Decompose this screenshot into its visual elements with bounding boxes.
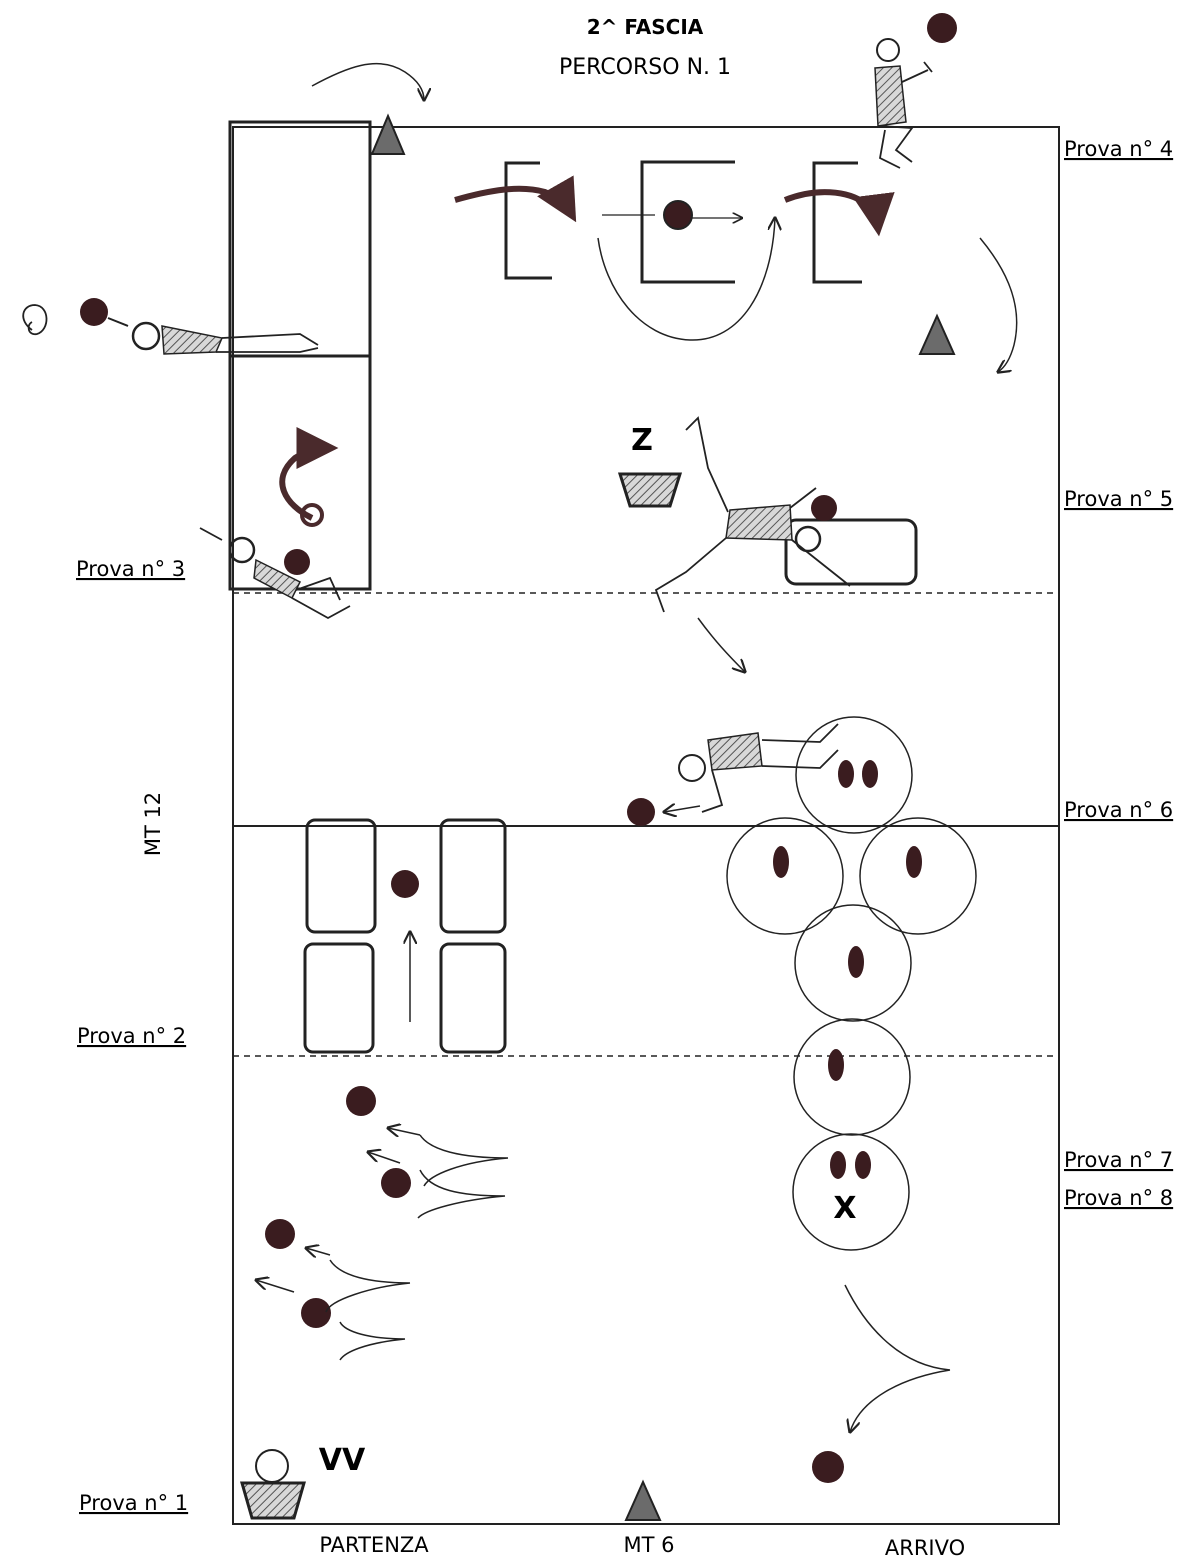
ball-icon bbox=[927, 13, 957, 43]
ball-icon bbox=[346, 1086, 376, 1116]
cone-icon bbox=[370, 113, 406, 155]
mat-icon bbox=[303, 942, 375, 1054]
child-figure-icon bbox=[107, 317, 319, 355]
ball-icon bbox=[300, 503, 324, 527]
station-x-label: X bbox=[833, 1191, 856, 1226]
ball-icon bbox=[811, 495, 837, 521]
station-w-label: VV bbox=[319, 1443, 366, 1478]
label-prova-2: Prova n° 2 bbox=[77, 1024, 186, 1048]
hoop-icon bbox=[726, 817, 844, 935]
mat-icon bbox=[305, 818, 377, 934]
mat-icon bbox=[439, 818, 507, 934]
ball-icon bbox=[80, 298, 108, 326]
footprint-icon bbox=[862, 760, 878, 788]
footprint-icon bbox=[855, 1151, 871, 1179]
ball-icon bbox=[301, 1298, 331, 1328]
basket-icon bbox=[240, 1481, 306, 1520]
cone-icon bbox=[624, 1479, 662, 1521]
ball-icon bbox=[627, 798, 655, 826]
small-arrow bbox=[306, 1248, 331, 1255]
label-prova-8: Prova n° 8 bbox=[1064, 1186, 1173, 1210]
footprint-icon bbox=[830, 1151, 846, 1179]
jump-arrow bbox=[311, 62, 424, 100]
footprint-icon bbox=[906, 846, 922, 878]
gate-icon bbox=[640, 160, 735, 284]
label-finish: ARRIVO bbox=[885, 1536, 965, 1559]
small-arrow bbox=[368, 1152, 401, 1164]
label-width: MT 6 bbox=[624, 1533, 675, 1557]
footprint-icon bbox=[773, 846, 789, 878]
label-prova-5: Prova n° 5 bbox=[1064, 487, 1173, 511]
child-figure-icon bbox=[654, 416, 851, 613]
small-arrow bbox=[697, 617, 745, 672]
label-prova-4: Prova n° 4 bbox=[1064, 137, 1173, 161]
kick-mark bbox=[419, 1134, 509, 1187]
small-arrow bbox=[664, 806, 701, 812]
mat-upper-left bbox=[228, 120, 372, 358]
finish-arrow bbox=[845, 1284, 951, 1432]
path-arrow bbox=[454, 175, 577, 223]
small-arrow bbox=[256, 1280, 295, 1293]
label-prova-1: Prova n° 1 bbox=[79, 1491, 188, 1515]
path-arrow bbox=[279, 427, 339, 521]
hoop-icon bbox=[794, 904, 912, 1022]
ball-icon bbox=[812, 1451, 844, 1483]
hoop-icon bbox=[792, 1133, 910, 1251]
label-prova-7: Prova n° 7 bbox=[1064, 1148, 1173, 1172]
child-head bbox=[794, 525, 822, 553]
footprint-icon bbox=[838, 760, 854, 788]
ball-icon bbox=[391, 870, 419, 898]
hoop-icon bbox=[793, 1018, 911, 1136]
label-prova-6: Prova n° 6 bbox=[1064, 798, 1173, 822]
footprint-icon bbox=[848, 946, 864, 978]
ball-icon bbox=[381, 1168, 411, 1198]
basket-icon bbox=[617, 472, 683, 508]
label-start: PARTENZA bbox=[319, 1533, 429, 1557]
ball-icon bbox=[284, 549, 310, 575]
curve-arrow bbox=[597, 218, 775, 341]
footprint-icon bbox=[828, 1049, 844, 1081]
hoop-icon bbox=[859, 817, 977, 935]
kick-mark bbox=[339, 1321, 406, 1361]
gate-icon bbox=[504, 161, 552, 280]
ball-icon bbox=[255, 1449, 289, 1483]
station-z-label: Z bbox=[631, 423, 653, 458]
kick-mark bbox=[325, 1259, 411, 1313]
cone-icon bbox=[918, 313, 956, 355]
child-figure-icon bbox=[678, 723, 839, 813]
mat-icon bbox=[784, 518, 918, 586]
ball-icon bbox=[663, 200, 693, 230]
diagram-title: 2^ FASCIA bbox=[587, 15, 704, 39]
curve-arrow bbox=[979, 237, 1018, 372]
kick-mark bbox=[417, 1169, 506, 1219]
child-figure-icon bbox=[874, 38, 933, 169]
label-prova-3: Prova n° 3 bbox=[76, 557, 185, 581]
rotate-arrow bbox=[22, 304, 48, 336]
path-arrow bbox=[783, 189, 895, 237]
gate-icon bbox=[812, 161, 862, 284]
diagram-subtitle: PERCORSO N. 1 bbox=[559, 55, 731, 80]
mat-icon bbox=[439, 942, 507, 1054]
label-side-length: MT 12 bbox=[141, 792, 165, 856]
child-figure-icon bbox=[199, 527, 351, 620]
ball-icon bbox=[265, 1219, 295, 1249]
hoop-icon bbox=[795, 716, 913, 834]
small-arrow bbox=[388, 1128, 421, 1135]
